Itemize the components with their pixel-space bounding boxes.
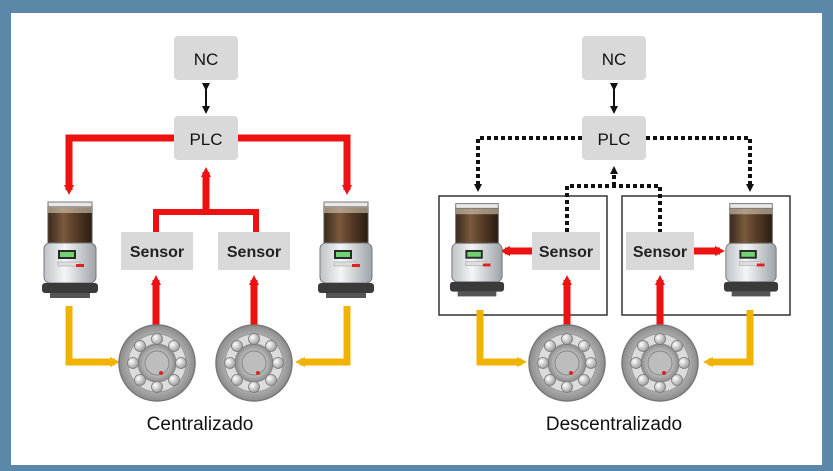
nc-box: NC (174, 36, 238, 80)
plc-to-right-lubricator-arrow (238, 134, 352, 195)
centralizado-diagram: NC PLC Sensor Sensor Centralizado (41, 36, 375, 435)
plc-to-right-unit-dotted (646, 136, 754, 192)
local-unit-box-right (621, 195, 791, 316)
plc-to-left-lubricator-arrow (64, 134, 174, 195)
sensor-label: Sensor (539, 244, 593, 261)
bearing-icon (621, 324, 699, 402)
sensor-label: Sensor (633, 244, 687, 261)
local-unit-box-left (438, 195, 608, 316)
left-lube-line (65, 306, 120, 367)
lubricator-unit-icon (41, 201, 99, 299)
bearing-icon (118, 324, 196, 402)
lubricator-unit-icon (317, 201, 375, 299)
plc-label: PLC (189, 130, 222, 149)
nc-label: NC (602, 50, 627, 69)
right-lube-line (295, 306, 351, 367)
sensor-bus (153, 209, 259, 232)
plc-label: PLC (597, 130, 630, 149)
plc-to-left-unit-dotted (474, 136, 582, 192)
bearing-icon (215, 324, 293, 402)
sensor-dotted-bus (565, 184, 662, 232)
sensor-label: Sensor (130, 244, 184, 261)
plc-box: PLC (174, 116, 238, 160)
sensor-box-1: Sensor (121, 232, 193, 270)
right-lube-line (703, 310, 754, 367)
descentralizado-caption: Descentralizado (546, 414, 682, 435)
nc-label: NC (194, 50, 219, 69)
sensor-box-2: Sensor (626, 232, 694, 270)
plc-box: PLC (582, 116, 646, 160)
lubricator-unit-icon (723, 203, 779, 297)
centralizado-caption: Centralizado (147, 414, 254, 435)
left-lube-line (476, 310, 527, 367)
bearing-icon (528, 324, 606, 402)
lubricator-unit-icon (449, 203, 505, 297)
sensor-label: Sensor (227, 244, 281, 261)
nc-box: NC (582, 36, 646, 80)
sensor-box-1: Sensor (532, 232, 600, 270)
descentralizado-diagram: NC PLC Sensor Sensor Descentralizado (438, 36, 791, 435)
sensor-box-2: Sensor (218, 232, 290, 270)
